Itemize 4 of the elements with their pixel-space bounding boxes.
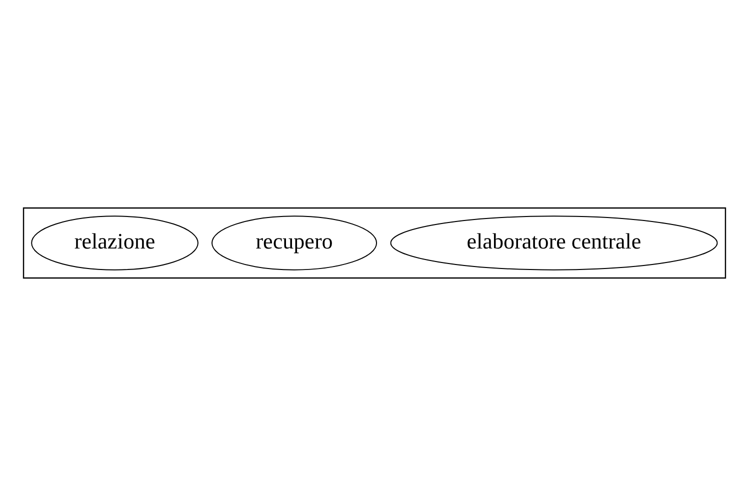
cluster — [22, 207, 726, 279]
node-ellipse: relazione — [31, 216, 198, 270]
node-ellipse: elaboratore centrale — [390, 216, 718, 270]
node-ellipse: recupero — [212, 216, 378, 270]
